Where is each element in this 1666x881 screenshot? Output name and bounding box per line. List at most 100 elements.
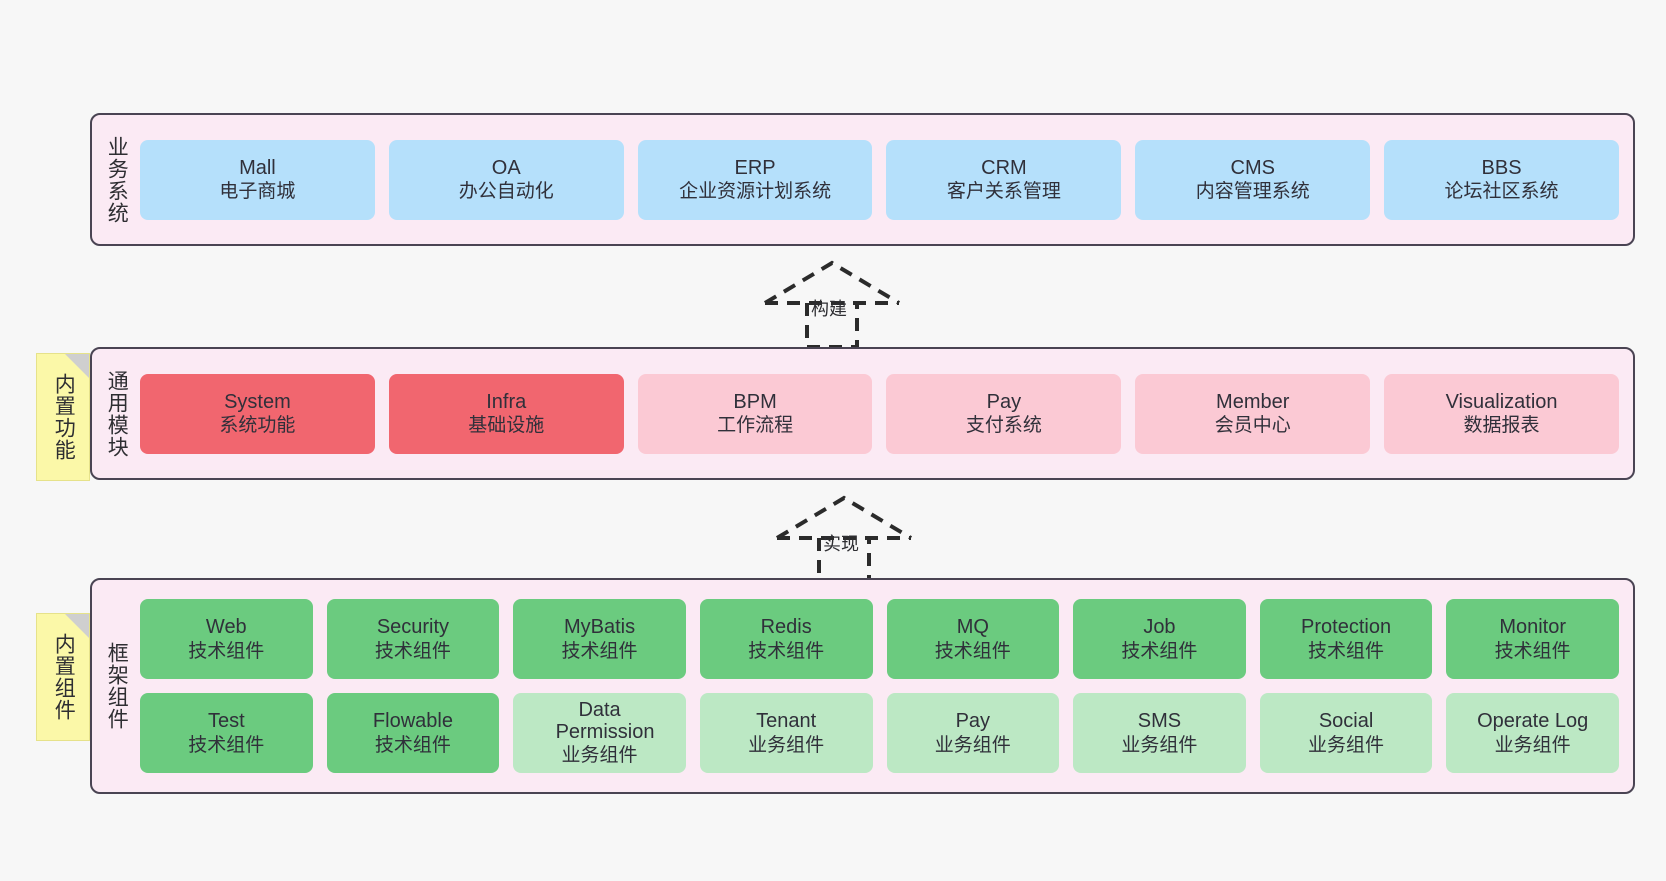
node-title: BPM bbox=[733, 390, 777, 413]
node-redis[interactable]: Redis 技术组件 bbox=[699, 599, 873, 679]
node-subtitle: 数据报表 bbox=[1463, 415, 1540, 437]
node-system[interactable]: System 系统功能 bbox=[140, 373, 375, 454]
node-subtitle: 业务组件 bbox=[1494, 734, 1571, 756]
node-bbs[interactable]: BBS 论坛社区系统 bbox=[1384, 139, 1619, 220]
node-title: Mall bbox=[239, 156, 276, 179]
node-subtitle: 办公自动化 bbox=[458, 181, 554, 203]
node-title: Member bbox=[1216, 390, 1290, 413]
node-tenant[interactable]: Tenant 业务组件 bbox=[699, 693, 873, 773]
node-subtitle: 论坛社区系统 bbox=[1444, 181, 1559, 203]
node-social[interactable]: Social 业务组件 bbox=[1259, 693, 1433, 773]
node-title: ERP bbox=[734, 156, 776, 179]
node-erp[interactable]: ERP 企业资源计划系统 bbox=[637, 139, 873, 220]
node-mq[interactable]: MQ 技术组件 bbox=[886, 599, 1060, 679]
node-web[interactable]: Web 技术组件 bbox=[140, 599, 313, 679]
node-subtitle: 企业资源计划系统 bbox=[679, 181, 832, 203]
node-title: Pay bbox=[955, 710, 991, 733]
node-sms[interactable]: SMS 业务组件 bbox=[1073, 693, 1246, 773]
layer-business-system-body: Mall 电子商城 OA 办公自动化 ERP 企业资源计划系统 CRM 客户关系… bbox=[140, 115, 1633, 244]
connector-implement-label: 实现 bbox=[823, 534, 859, 554]
node-title: BBS bbox=[1481, 156, 1522, 179]
note-text: 内置组件 bbox=[52, 633, 76, 721]
note-text: 内置功能 bbox=[52, 373, 76, 461]
node-subtitle: 电子商城 bbox=[219, 181, 296, 203]
node-subtitle: 技术组件 bbox=[1308, 640, 1385, 662]
node-member[interactable]: Member 会员中心 bbox=[1135, 373, 1371, 454]
node-subtitle: 业务组件 bbox=[1308, 734, 1385, 756]
node-subtitle: 基础设施 bbox=[468, 415, 545, 437]
node-subtitle: 技术组件 bbox=[188, 734, 265, 756]
node-subtitle: 业务组件 bbox=[561, 744, 638, 766]
node-subtitle: 技术组件 bbox=[561, 640, 638, 662]
connector-build-label: 构建 bbox=[811, 299, 847, 319]
node-operate-log[interactable]: Operate Log 业务组件 bbox=[1446, 693, 1619, 773]
node-security[interactable]: Security 技术组件 bbox=[326, 599, 500, 679]
node-subtitle: 会员中心 bbox=[1214, 415, 1291, 437]
node-title: Protection bbox=[1301, 616, 1392, 639]
node-monitor[interactable]: Monitor 技术组件 bbox=[1446, 599, 1619, 679]
node-mybatis[interactable]: MyBatis 技术组件 bbox=[513, 599, 686, 679]
node-row: System 系统功能 Infra 基础设施 BPM 工作流程 Pay 支付系统… bbox=[140, 373, 1619, 454]
node-title: SMS bbox=[1137, 710, 1182, 733]
node-subtitle: 系统功能 bbox=[219, 415, 296, 437]
layer-common-module-label: 通用模块 bbox=[105, 369, 129, 458]
node-title: Test bbox=[207, 710, 245, 733]
node-title: Visualization bbox=[1445, 390, 1558, 413]
node-row: Web 技术组件 Security 技术组件 MyBatis 技术组件 Redi… bbox=[140, 599, 1619, 679]
node-title: Data Permission bbox=[555, 699, 655, 744]
node-pay-component[interactable]: Pay 业务组件 bbox=[886, 693, 1060, 773]
node-protection[interactable]: Protection 技术组件 bbox=[1259, 599, 1433, 679]
node-title: Redis bbox=[760, 616, 812, 639]
node-cms[interactable]: CMS 内容管理系统 bbox=[1135, 139, 1371, 220]
node-oa[interactable]: OA 办公自动化 bbox=[388, 139, 624, 220]
node-test[interactable]: Test 技术组件 bbox=[140, 693, 313, 773]
node-subtitle: 技术组件 bbox=[374, 640, 451, 662]
node-title: MQ bbox=[956, 616, 989, 639]
node-pay-module[interactable]: Pay 支付系统 bbox=[886, 373, 1122, 454]
node-title: Infra bbox=[486, 390, 527, 413]
node-mall[interactable]: Mall 电子商城 bbox=[140, 139, 375, 220]
node-subtitle: 业务组件 bbox=[748, 734, 825, 756]
node-title: OA bbox=[491, 156, 521, 179]
node-subtitle: 技术组件 bbox=[1121, 640, 1198, 662]
connector-build: 构建 bbox=[760, 255, 920, 350]
node-title: Tenant bbox=[756, 710, 817, 733]
node-title: MyBatis bbox=[564, 616, 636, 639]
node-infra[interactable]: Infra 基础设施 bbox=[388, 373, 624, 454]
node-subtitle: 业务组件 bbox=[934, 734, 1011, 756]
node-title: Social bbox=[1318, 710, 1374, 733]
node-subtitle: 客户关系管理 bbox=[946, 181, 1061, 203]
layer-framework-component-label: 框架组件 bbox=[105, 642, 129, 730]
layer-framework-component-body: Web 技术组件 Security 技术组件 MyBatis 技术组件 Redi… bbox=[140, 580, 1633, 792]
note-fold-corner bbox=[65, 354, 89, 378]
node-bpm[interactable]: BPM 工作流程 bbox=[637, 373, 873, 454]
node-data-permission[interactable]: Data Permission 业务组件 bbox=[513, 693, 686, 773]
node-subtitle: 技术组件 bbox=[1494, 640, 1571, 662]
node-job[interactable]: Job 技术组件 bbox=[1073, 599, 1246, 679]
node-title: Flowable bbox=[372, 710, 453, 733]
node-title: CRM bbox=[981, 156, 1027, 179]
node-title: Job bbox=[1143, 616, 1176, 639]
node-subtitle: 支付系统 bbox=[965, 415, 1042, 437]
connector-implement: 实现 bbox=[772, 490, 932, 585]
node-subtitle: 技术组件 bbox=[374, 734, 451, 756]
layer-framework-component: 框架组件 Web 技术组件 Security 技术组件 MyBatis 技术组件… bbox=[90, 578, 1635, 794]
note-builtin-functions: 内置功能 bbox=[36, 353, 90, 481]
layer-business-system-label: 业务系统 bbox=[105, 135, 129, 224]
node-visualization[interactable]: Visualization 数据报表 bbox=[1384, 373, 1619, 454]
node-subtitle: 内容管理系统 bbox=[1195, 181, 1310, 203]
node-subtitle: 技术组件 bbox=[748, 640, 825, 662]
node-title: Pay bbox=[986, 390, 1022, 413]
node-title: CMS bbox=[1230, 156, 1275, 179]
node-flowable[interactable]: Flowable 技术组件 bbox=[326, 693, 500, 773]
node-subtitle: 技术组件 bbox=[188, 640, 265, 662]
node-title: System bbox=[224, 390, 291, 413]
node-crm[interactable]: CRM 客户关系管理 bbox=[886, 139, 1122, 220]
node-subtitle: 工作流程 bbox=[717, 415, 794, 437]
node-row: Mall 电子商城 OA 办公自动化 ERP 企业资源计划系统 CRM 客户关系… bbox=[140, 139, 1619, 220]
layer-common-module-body: System 系统功能 Infra 基础设施 BPM 工作流程 Pay 支付系统… bbox=[140, 349, 1633, 478]
node-title: Operate Log bbox=[1477, 710, 1589, 733]
node-title: Security bbox=[376, 616, 450, 639]
node-title: Monitor bbox=[1499, 616, 1567, 639]
